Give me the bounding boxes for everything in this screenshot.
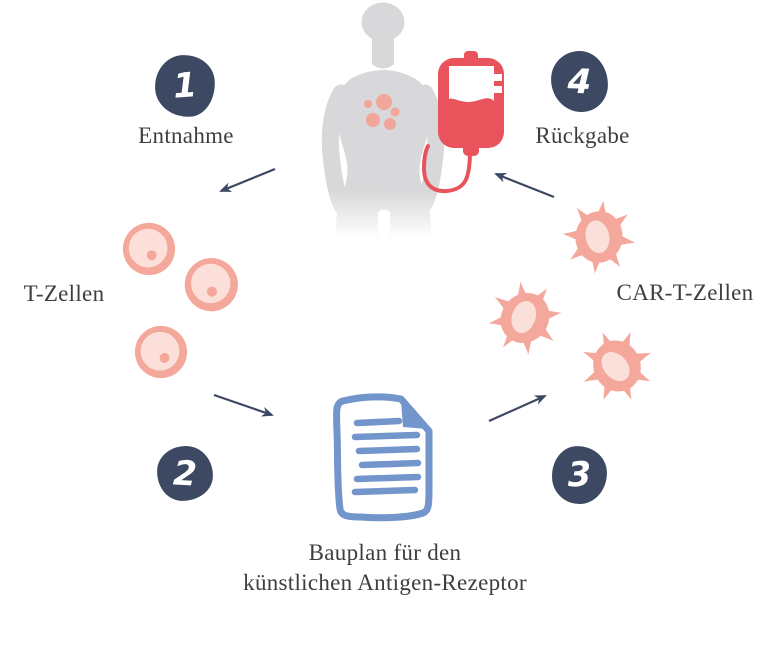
infusion-tube: [421, 144, 472, 194]
t-cell-icon: [122, 222, 176, 276]
label-rueckgabe: Rückgabe: [535, 123, 630, 148]
arrow-step4-icon: [494, 172, 555, 199]
step-number: 2: [172, 452, 198, 495]
label-bauplan-line2: künstlichen Antigen-Rezeptor: [243, 570, 527, 595]
arrow-step2-icon: [213, 393, 274, 417]
car-t-cell-icon: [569, 318, 665, 414]
car-t-cell-icon: [557, 195, 641, 278]
label-bauplan-line1: Bauplan für den: [308, 540, 462, 565]
silhouette-fade: [322, 190, 472, 254]
label-bauplan: Bauplan für den künstlichen Antigen-Reze…: [204, 538, 566, 598]
body-cells: [364, 94, 400, 130]
t-cell-icon: [131, 322, 191, 382]
step-number: 1: [171, 65, 199, 107]
arrow-step1-icon: [219, 167, 276, 193]
arrow-step3-icon: [488, 394, 547, 423]
t-cell-icon: [177, 251, 245, 319]
step-number: 4: [566, 61, 593, 102]
label-t-zellen: T-Zellen: [23, 281, 105, 306]
blueprint-document-icon: [333, 393, 433, 522]
t-cells-cluster: [122, 222, 245, 382]
label-entnahme: Entnahme: [138, 123, 234, 148]
step-number: 3: [566, 454, 593, 496]
car-t-cell-icon: [473, 266, 577, 370]
label-car-t-zellen: CAR-T-Zellen: [616, 280, 754, 305]
blood-bag-icon: [438, 51, 504, 156]
